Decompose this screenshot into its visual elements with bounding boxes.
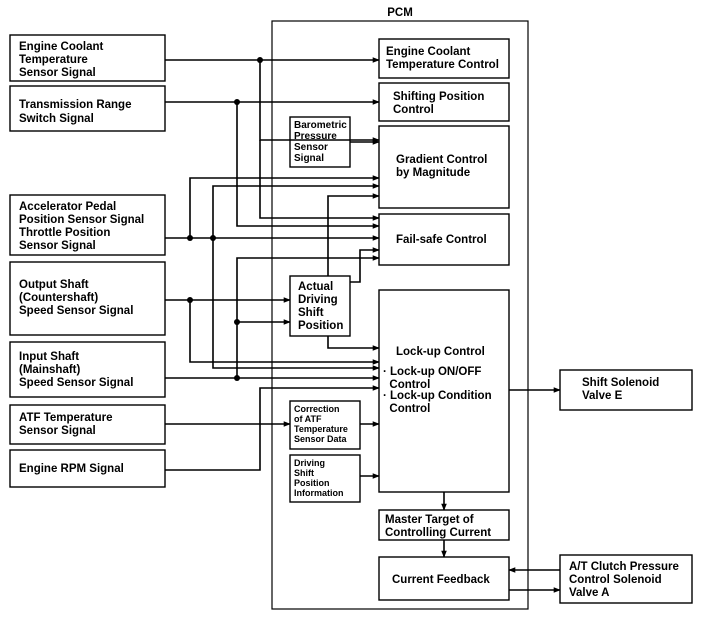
line-output-shaft-up <box>189 300 380 365</box>
box-shift-position-line-2: Control <box>393 104 434 116</box>
line-output-shaft-gradient <box>212 183 380 238</box>
box-barometric-line-3: Sensor <box>294 142 328 153</box>
box-atf-correction: Correction of ATF Temperature Sensor Dat… <box>289 400 361 450</box>
input-accel-throttle-line-1: Accelerator Pedal <box>19 201 116 213</box>
input-transmission-range-line-2: Switch Signal <box>19 113 94 125</box>
input-input-shaft: Input Shaft (Mainshaft) Speed Sensor Sig… <box>9 341 166 398</box>
input-transmission-range: Transmission Range Switch Signal <box>9 85 166 132</box>
junction-dots <box>187 57 263 381</box>
box-barometric-line-1: Barometric <box>294 120 347 131</box>
box-ect-control-line-2: Temperature Control <box>386 59 499 71</box>
junction-input-shaft-2 <box>234 375 240 381</box>
box-current-feedback-line-1: Current Feedback <box>392 574 490 586</box>
box-lockup-line-2: · Lock-up ON/OFF <box>383 366 481 378</box>
box-master-target: Master Target of Controlling Current <box>378 509 510 541</box>
box-lockup-line-5: Control <box>383 403 430 415</box>
output-shift-solenoid-e: Shift Solenoid Valve E <box>559 369 693 411</box>
box-atf-correction-line-2: of ATF <box>294 414 322 424</box>
box-barometric-signal: Barometric Pressure Sensor Signal <box>289 116 351 168</box>
box-failsafe-line-1: Fail-safe Control <box>396 234 487 246</box>
input-output-shaft: Output Shaft (Countershaft) Speed Sensor… <box>9 261 166 336</box>
box-current-feedback: Current Feedback <box>378 556 510 601</box>
output-shift-solenoid-line-2: Valve E <box>582 390 623 402</box>
box-barometric-line-2: Pressure <box>294 131 337 142</box>
junction-accel-1 <box>187 235 193 241</box>
input-atf-temperature-line-1: ATF Temperature <box>19 412 113 424</box>
box-lockup-line-4: · Lock-up Condition <box>383 390 492 402</box>
line-ect-to-failsafe <box>259 140 380 221</box>
line-engine-rpm <box>165 385 380 471</box>
box-shift-position-line-1: Shifting Position <box>393 91 484 103</box>
box-barometric-line-4: Signal <box>294 153 324 164</box>
pcm-frame <box>271 20 529 610</box>
line-actual-to-lockup <box>327 336 380 351</box>
box-gradient-line-1: Gradient Control <box>396 154 487 166</box>
input-engine-rpm-line-1: Engine RPM Signal <box>19 463 124 475</box>
box-atf-correction-line-1: Correction <box>294 404 340 414</box>
input-engine-coolant: Engine Coolant Temperature Sensor Signal <box>9 34 166 82</box>
signal-lines <box>165 57 561 593</box>
input-accel-throttle-line-3: Throttle Position <box>19 227 110 239</box>
line-accel-gradient <box>189 175 380 238</box>
box-actual-driving-shift: Actual Driving Shift Position <box>289 275 351 337</box>
line-accel-up <box>212 238 380 371</box>
input-atf-temperature-line-2: Sensor Signal <box>19 425 96 437</box>
line-tr-to-failsafe <box>236 102 380 229</box>
box-driving-info-line-2: Shift <box>294 468 314 478</box>
box-gradient-control: Gradient Control by Magnitude <box>378 125 510 209</box>
box-actual-driving-line-2: Driving <box>298 294 338 306</box>
box-driving-info-line-4: Information <box>294 488 344 498</box>
input-atf-temperature: ATF Temperature Sensor Signal <box>9 404 166 445</box>
box-lockup-control: Lock-up Control · Lock-up ON/OFF Control… <box>378 289 510 493</box>
output-clutch-solenoid-line-3: Valve A <box>569 587 610 599</box>
line-input-shaft-up <box>236 319 291 378</box>
input-output-shaft-line-2: (Countershaft) <box>19 292 98 304</box>
input-input-shaft-line-1: Input Shaft <box>19 351 79 363</box>
junction-accel-2 <box>210 235 216 241</box>
input-output-shaft-line-1: Output Shaft <box>19 279 89 291</box>
junction-tr <box>234 99 240 105</box>
junction-ect <box>257 57 263 63</box>
output-clutch-solenoid-a: A/T Clutch Pressure Control Solenoid Val… <box>559 554 693 604</box>
line-actual-to-gradient <box>327 193 380 276</box>
box-shift-position-control: Shifting Position Control <box>378 82 510 122</box>
input-engine-coolant-line-2: Temperature <box>19 54 88 66</box>
output-clutch-solenoid-line-2: Control Solenoid <box>569 574 662 586</box>
pcm-title: PCM <box>387 7 413 19</box>
junction-input-shaft-1 <box>234 319 240 325</box>
line-actual-to-failsafe <box>350 247 380 283</box>
box-driving-info-line-1: Driving <box>294 458 325 468</box>
box-failsafe-control: Fail-safe Control <box>378 213 510 266</box>
box-master-target-line-1: Master Target of <box>385 514 474 526</box>
box-driving-shift-info: Driving Shift Position Information <box>289 454 361 503</box>
input-accel-throttle-line-4: Sensor Signal <box>19 240 96 252</box>
box-actual-driving-line-3: Shift <box>298 307 324 319</box>
input-engine-coolant-line-3: Sensor Signal <box>19 67 96 79</box>
input-input-shaft-line-2: (Mainshaft) <box>19 364 81 376</box>
box-driving-info-line-3: Position <box>294 478 330 488</box>
box-actual-driving-line-1: Actual <box>298 281 333 293</box>
box-gradient-line-2: by Magnitude <box>396 167 470 179</box>
input-accel-throttle: Accelerator Pedal Position Sensor Signal… <box>9 194 166 256</box>
box-master-target-line-2: Controlling Current <box>385 527 491 539</box>
input-engine-coolant-line-1: Engine Coolant <box>19 41 104 53</box>
output-shift-solenoid-line-1: Shift Solenoid <box>582 377 659 389</box>
box-ect-control: Engine Coolant Temperature Control <box>378 38 510 79</box>
box-atf-correction-line-4: Sensor Data <box>294 434 348 444</box>
input-accel-throttle-line-2: Position Sensor Signal <box>19 214 144 226</box>
input-output-shaft-line-3: Speed Sensor Signal <box>19 305 133 317</box>
box-ect-control-line-1: Engine Coolant <box>386 46 471 58</box>
input-transmission-range-line-1: Transmission Range <box>19 99 131 111</box>
box-lockup-line-3: Control <box>383 379 430 391</box>
output-clutch-solenoid-line-1: A/T Clutch Pressure <box>569 561 679 573</box>
box-actual-driving-line-4: Position <box>298 320 343 332</box>
input-input-shaft-line-3: Speed Sensor Signal <box>19 377 133 389</box>
junction-output-shaft <box>187 297 193 303</box>
input-engine-rpm: Engine RPM Signal <box>9 449 166 488</box>
box-atf-correction-line-3: Temperature <box>294 424 348 434</box>
box-lockup-line-1: Lock-up Control <box>396 346 485 358</box>
line-input-shaft-failsafe <box>236 255 380 322</box>
